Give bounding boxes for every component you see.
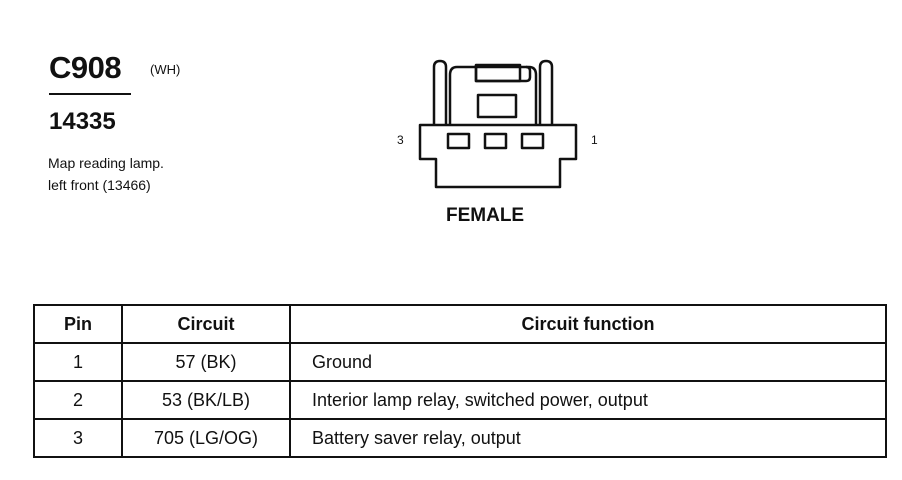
part-number: 14335	[49, 108, 116, 135]
pin-cell: 1	[33, 342, 123, 382]
function-cell: Battery saver relay, output	[289, 418, 887, 458]
locking-tab	[460, 63, 532, 119]
circuit-cell: 53 (BK/LB)	[121, 380, 291, 420]
table-header-row: Pin Circuit Circuit function	[33, 304, 887, 344]
color-code: (WH)	[150, 62, 181, 77]
pin-label-right: 1	[591, 133, 598, 147]
pin-cavity-3	[446, 132, 471, 150]
table-row: 2 53 (BK/LB) Interior lamp relay, switch…	[33, 380, 887, 420]
circuit-cell: 57 (BK)	[121, 342, 291, 382]
pin-cavity-2	[483, 132, 508, 150]
id-divider	[49, 93, 131, 95]
pin-label-left: 3	[397, 133, 404, 147]
header-circuit: Circuit	[121, 304, 291, 344]
circuit-cell: 705 (LG/OG)	[121, 418, 291, 458]
function-cell: Interior lamp relay, switched power, out…	[289, 380, 887, 420]
pin-cell: 2	[33, 380, 123, 420]
table-row: 3 705 (LG/OG) Battery saver relay, outpu…	[33, 418, 887, 458]
gender-label: FEMALE	[446, 205, 525, 226]
description-line-2: left front (13466)	[48, 177, 151, 193]
function-cell: Ground	[289, 342, 887, 382]
header-pin: Pin	[33, 304, 123, 344]
connector-face-drawing	[418, 59, 578, 189]
pin-cavity-1	[520, 132, 545, 150]
description-line-1: Map reading lamp.	[48, 155, 164, 171]
pinout-table: Pin Circuit Circuit function 1 57 (BK) G…	[33, 304, 887, 458]
connector-id: C908	[49, 50, 122, 85]
table-row: 1 57 (BK) Ground	[33, 342, 887, 382]
left-latch	[432, 59, 460, 125]
pin-cell: 3	[33, 418, 123, 458]
connector-body	[418, 123, 578, 189]
header-circuit-function: Circuit function	[289, 304, 887, 344]
